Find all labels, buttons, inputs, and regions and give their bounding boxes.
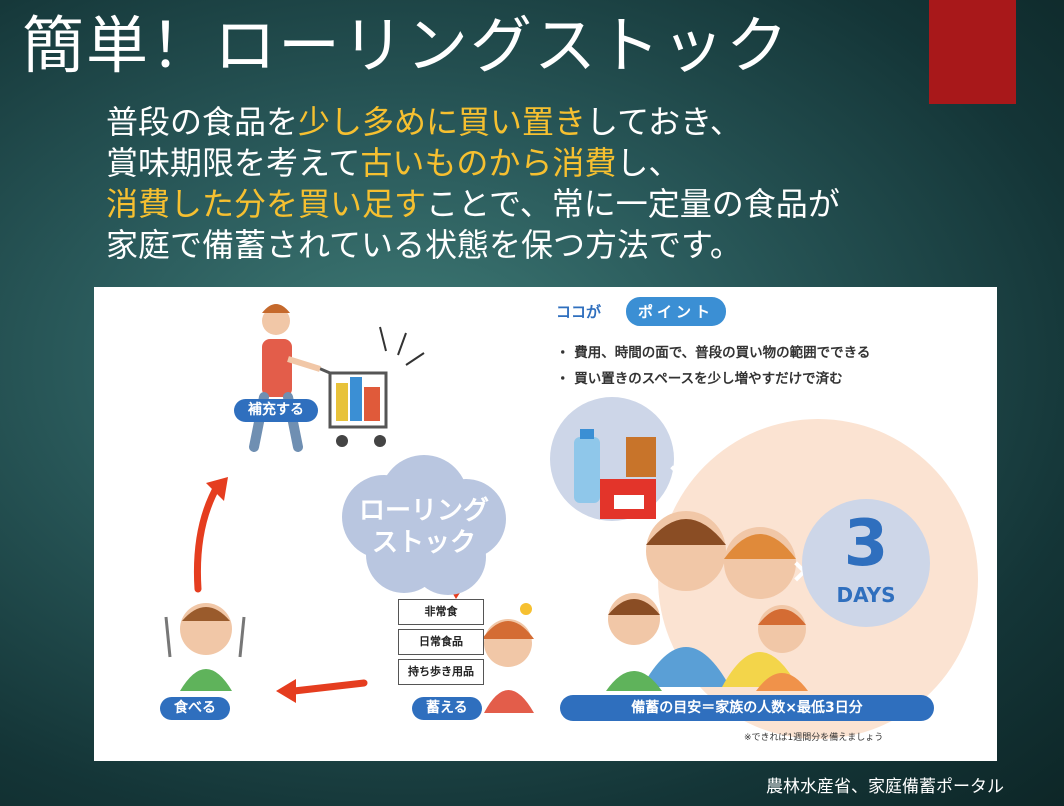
point-bullet-1: ・ 費用、時間の面で、普段の買い物の範囲でできる	[556, 345, 871, 361]
cloud-label: ローリング ストック	[324, 495, 524, 559]
supply-daily-food: 日常食品	[398, 629, 484, 655]
red-accent-block	[929, 0, 1016, 104]
arrow-head-left	[206, 477, 228, 501]
body-line-4: 家庭で備蓄されている状態を保つ方法です。	[106, 225, 840, 266]
rolling-stock-cloud: ローリング ストック	[324, 447, 524, 607]
food-box-icon	[600, 437, 656, 519]
cloud-label-line1: ローリング	[358, 496, 489, 526]
body-text-segment: 普段の食品を	[106, 103, 299, 141]
highlight-text: 古いものから消費	[360, 144, 617, 182]
body-text-segment: し、	[616, 144, 681, 182]
woman-figure-icon	[249, 304, 321, 452]
body-text-segment: ことで、常に一定量の食品が	[426, 185, 840, 223]
supply-carry-items: 持ち歩き用品	[398, 659, 484, 685]
arrow-bottom	[290, 679, 368, 695]
water-bottle-icon	[574, 429, 600, 503]
point-bullet-2: ・ 買い置きのスペースを少し増やすだけで済む	[556, 371, 843, 387]
body-line-1: 普段の食品を少し多めに買い置きしておき、	[106, 102, 840, 143]
days-circle: 3 DAYS	[802, 499, 930, 627]
supply-emergency-food: 非常食	[398, 599, 484, 625]
label-store: 蓄える	[412, 697, 482, 720]
body-text-segment: 家庭で備蓄されている状態を保つ方法です。	[106, 226, 742, 264]
days-number: 3	[843, 507, 889, 581]
source-credit: 農林水産省、家庭備蓄ポータル	[766, 777, 1004, 797]
highlight-text: 消費した分を買い足す	[106, 185, 427, 223]
days-word: DAYS	[836, 583, 896, 607]
thinking-girl-icon	[482, 619, 534, 713]
arrow-left	[193, 481, 222, 593]
point-prefix: ココが	[556, 303, 602, 321]
slide-body: 普段の食品を少し多めに買い置きしておき、 賞味期限を考えて古いものから消費し、 …	[106, 102, 840, 266]
body-line-3: 消費した分を買い足すことで、常に一定量の食品が	[106, 184, 840, 225]
footnote: ※できれば1週間分を備えましょう	[744, 733, 884, 743]
arrow-head-bottom	[276, 679, 296, 703]
shopping-cart-icon	[315, 365, 388, 447]
body-text-segment: 賞味期限を考えて	[106, 144, 361, 182]
label-replenish: 補充する	[234, 399, 318, 422]
point-badge: ポイント	[626, 297, 727, 326]
eating-boy-icon	[164, 603, 246, 691]
lightbulb-icon	[520, 603, 532, 615]
highlight-text: 少し多めに買い置き	[298, 103, 587, 141]
body-line-2: 賞味期限を考えて古いものから消費し、	[106, 143, 840, 184]
cloud-label-line2: ストック	[371, 528, 476, 558]
excitement-lines-icon	[379, 326, 425, 366]
rolling-stock-illustration: 補充する 食べる 蓄える ローリング ストック 非常食 日常食品 持ち歩き用品 …	[94, 287, 997, 761]
multiply-sign-supplies: ×	[666, 455, 695, 495]
cloud-shape-icon	[342, 455, 506, 595]
slide-title: 簡単！ローリングストック	[22, 9, 791, 82]
family-icon	[606, 511, 808, 691]
label-eat: 食べる	[160, 697, 230, 720]
body-text-segment: しておき、	[586, 103, 742, 141]
stockpile-guideline-bar: 備蓄の目安＝家族の人数×最低3日分	[560, 695, 934, 721]
